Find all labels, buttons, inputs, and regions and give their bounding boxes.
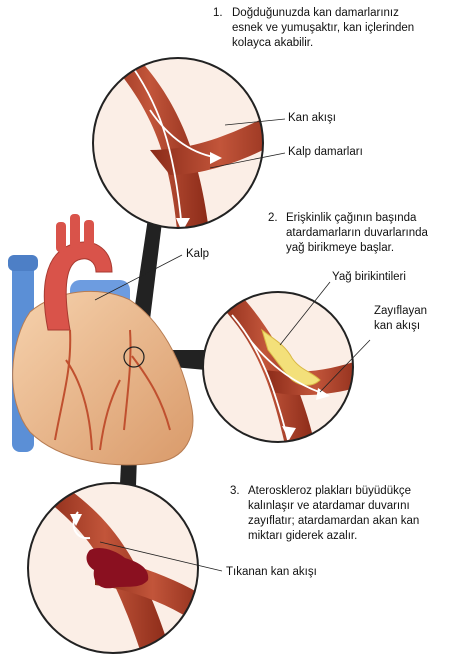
step-2-line-3: yağ birikmeye başlar. [286,242,395,254]
step-1-number: 1. [213,7,223,19]
step-3-line-4: miktarı giderek azalır. [248,530,358,542]
step-3-line-3: zayıflatır; atardamardan akan kan [248,515,420,527]
step-3-number: 3. [230,485,240,497]
label-blocked-flow: Tıkanan kan akışı [226,566,317,578]
magnifier-fat-deposits [202,291,354,443]
plaque-deposit [261,328,321,386]
coronary-vessels [54,329,171,451]
aorta [43,241,113,331]
step-2-line-1: Erişkinlik çağının başında [286,212,417,224]
label-fat-deposits: Yağ birikintileri [332,271,406,283]
leader-blood-flow [224,118,286,126]
step-1-line-2: esnek ve yumuşaktır, kan içlerinden [232,22,415,34]
magnified-spot [123,346,145,368]
label-weakened-flow-line-1: Zayıflayan [374,305,428,317]
label-blood-flow: Kan akışı [288,112,336,124]
leader-fat-deposits [279,281,331,346]
magnifier-healthy-vessel [92,57,264,229]
leader-heart [94,254,183,301]
heart-illustration [8,214,194,466]
step-1-line-3: kolayca akabilir. [232,37,314,49]
vena-cava-top [8,255,38,271]
label-heart-vessels: Kalp damarları [288,146,363,158]
leader-heart-vessels [209,152,286,169]
leader-weakened-flow [319,339,371,393]
step-2-number: 2. [268,212,278,224]
heart-body [12,290,194,466]
leader-lines [94,118,371,572]
aorta-branch-2 [70,214,80,248]
blood-clot [86,547,149,589]
magnifier-blocked-vessel [27,482,199,654]
step-2-line-2: atardamarların duvarlarında [286,227,428,239]
label-weakened-flow-line-2: kan akışı [374,320,421,332]
step-1-line-1: Doğduğunuzda kan damarlarınız [232,7,399,19]
step-3-line-2: kalınlaşır ve atardamar duvarını [248,500,410,512]
aorta-branch-3 [84,220,94,250]
step-3-line-1: Ateroskleroz plakları büyüdükçe [248,485,411,497]
aorta-branch-1 [56,222,66,252]
label-heart: Kalp [186,248,210,260]
leader-blocked-flow [99,541,223,572]
